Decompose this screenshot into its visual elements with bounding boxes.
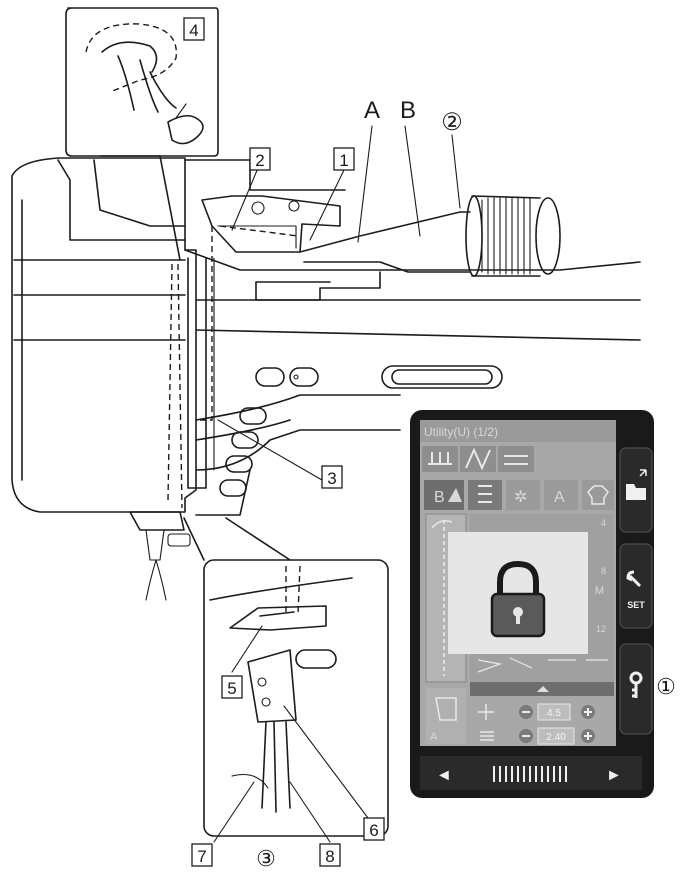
decor-mode-button[interactable] <box>498 446 534 472</box>
decor-icon <box>504 455 528 465</box>
svg-text:8: 8 <box>325 847 334 866</box>
circled-label-2: ② <box>441 109 463 136</box>
svg-text:5: 5 <box>227 679 236 698</box>
touch-screen: Utility(U) (1/2) B ✲ A 4 8 <box>410 410 654 798</box>
step-label-3: 3 <box>321 465 343 489</box>
step-label-8: 8 <box>319 843 341 867</box>
svg-text:6: 6 <box>369 821 378 840</box>
pattern-number: 4 <box>601 518 606 528</box>
step-label-4: 4 <box>183 17 205 41</box>
pattern-number: 8 <box>601 566 606 576</box>
width-value: 4.5 <box>547 708 561 719</box>
circled-label-3: ③ <box>256 846 276 871</box>
tab-letter[interactable] <box>544 480 578 510</box>
svg-text:4: 4 <box>189 21 198 40</box>
step-label-6: 6 <box>363 817 385 841</box>
length-value-box <box>537 727 575 745</box>
step-label-2: 2 <box>249 147 271 171</box>
letter-b: B <box>400 97 416 124</box>
letter-a: A <box>364 97 380 124</box>
tab-garment[interactable] <box>582 480 614 510</box>
pattern-number: 12 <box>596 624 606 634</box>
folder-export-icon <box>626 469 647 500</box>
settings-label: SET <box>627 600 645 610</box>
key-icon <box>629 671 643 698</box>
stitch-icon <box>428 452 452 465</box>
svg-text:7: 7 <box>197 847 206 866</box>
pattern-m-label: M <box>595 585 604 597</box>
tab-letter-label: A <box>554 489 565 506</box>
svg-text:①: ① <box>656 674 676 699</box>
tab-applique[interactable] <box>506 480 540 510</box>
presser-foot-icon <box>435 697 457 721</box>
wrench-icon <box>626 570 642 588</box>
chevron-up-icon <box>537 686 549 692</box>
lock-icon <box>490 560 546 638</box>
needle-icon <box>465 447 491 471</box>
prev-page-button[interactable]: ◄ <box>436 767 452 784</box>
step-label-5: 5 <box>221 675 243 699</box>
length-icon <box>480 731 494 741</box>
next-page-button[interactable]: ► <box>606 767 622 784</box>
settings-button[interactable] <box>619 543 653 629</box>
up-triangle-icon <box>448 488 462 502</box>
circled-label-1: ① <box>656 674 676 699</box>
svg-text:3: 3 <box>327 469 336 488</box>
page-slider[interactable] <box>493 766 567 782</box>
svg-text:②: ② <box>441 109 463 136</box>
step-label-7: 7 <box>191 843 213 867</box>
step-label-1: 1 <box>333 147 355 171</box>
preview-hook-icon <box>431 520 453 529</box>
machine-body <box>11 125 641 601</box>
tab-b-label: B <box>434 489 445 506</box>
applique-icon: ✲ <box>514 489 527 506</box>
inset-4 <box>65 7 219 261</box>
screen-title: Utility(U) (1/2) <box>424 425 498 439</box>
shirt-icon <box>587 485 609 505</box>
width-value-box <box>537 703 571 721</box>
svg-text:2: 2 <box>255 151 264 170</box>
svg-text:1: 1 <box>339 151 348 170</box>
inset-needle <box>183 517 389 837</box>
utility-icon <box>478 485 492 503</box>
foot-code: A <box>430 731 438 743</box>
svg-text:③: ③ <box>256 846 276 871</box>
width-icon <box>478 704 494 720</box>
length-value: 2.40 <box>546 732 566 743</box>
leader-lines <box>213 167 653 843</box>
function-row <box>422 446 534 472</box>
